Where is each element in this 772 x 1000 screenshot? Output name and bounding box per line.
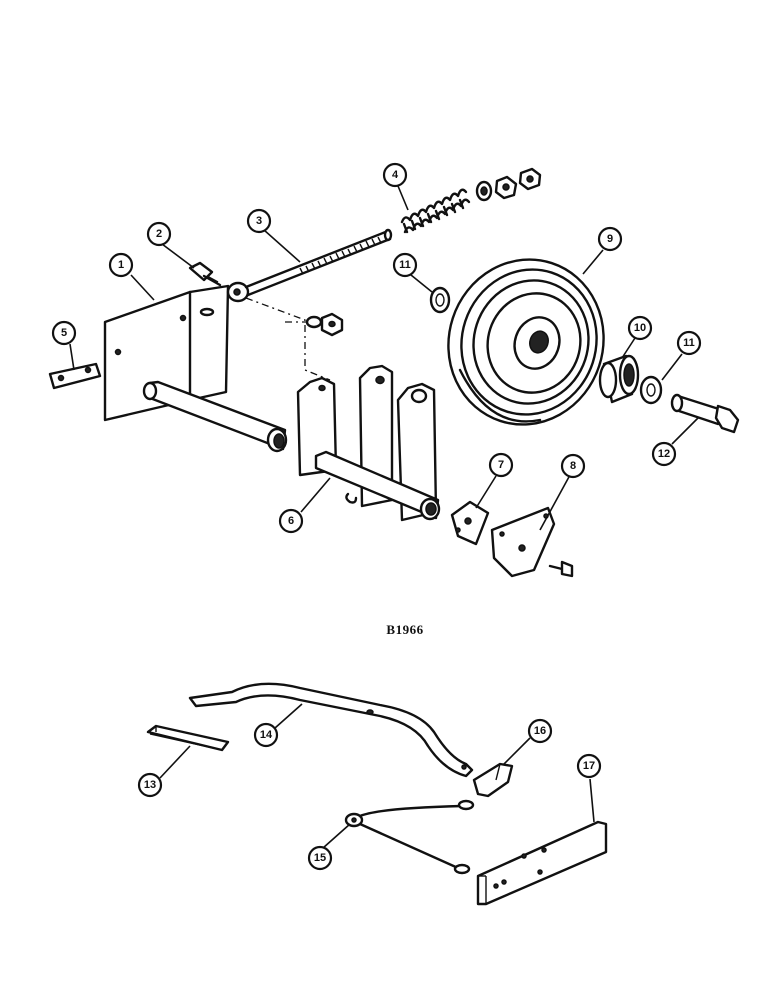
rod-nut xyxy=(305,312,344,337)
callout-10-label: 10 xyxy=(634,322,646,334)
part-17-channel-plate xyxy=(476,820,608,906)
callout-1-label: 1 xyxy=(118,259,124,271)
callout-9: 9 xyxy=(597,226,623,252)
callout-2: 2 xyxy=(146,221,172,247)
callout-15-label: 15 xyxy=(314,852,326,864)
callout-14: 14 xyxy=(253,722,279,748)
callout-11-left: 11 xyxy=(392,252,418,278)
part-16-bracket xyxy=(472,762,514,798)
upper-leader-lines xyxy=(69,185,699,531)
callout-8: 8 xyxy=(560,453,586,479)
callout-10: 10 xyxy=(627,315,653,341)
callout-14-label: 14 xyxy=(260,729,273,741)
part-13-bar xyxy=(146,724,230,752)
callout-6: 6 xyxy=(278,508,304,534)
callout-16: 16 xyxy=(527,718,553,744)
part-5-plate xyxy=(48,362,102,390)
diagram-reference-code: B1966 xyxy=(386,622,423,637)
callout-13: 13 xyxy=(137,772,163,798)
callout-15: 15 xyxy=(307,845,333,871)
part-11-washers xyxy=(429,286,663,405)
callout-3-label: 3 xyxy=(256,215,262,227)
callout-17-label: 17 xyxy=(583,760,595,772)
lower-leader-lines xyxy=(159,703,595,849)
callout-17: 17 xyxy=(576,753,602,779)
part-15-link-rod xyxy=(344,799,475,875)
part-3-rod xyxy=(226,228,393,303)
callout-6-label: 6 xyxy=(288,515,294,527)
callout-13-label: 13 xyxy=(144,779,156,791)
callout-12: 12 xyxy=(651,441,677,467)
callout-3: 3 xyxy=(246,208,272,234)
callout-16-label: 16 xyxy=(534,725,546,737)
callout-12-label: 12 xyxy=(658,448,670,460)
part-7-plate xyxy=(450,500,490,546)
part-6-idler-arm xyxy=(296,364,441,522)
part-9-pulley xyxy=(447,258,605,426)
callout-5: 5 xyxy=(51,320,77,346)
callout-4: 4 xyxy=(382,162,408,188)
assembly-centerlines xyxy=(245,297,331,381)
callout-1: 1 xyxy=(108,252,134,278)
part-14-arm xyxy=(188,682,474,778)
part-12-pivot-bolt xyxy=(670,393,740,434)
callout-8-label: 8 xyxy=(570,460,576,472)
part-4-spring xyxy=(400,188,471,234)
callout-5-label: 5 xyxy=(61,327,67,339)
callout-11-right: 11 xyxy=(676,330,702,356)
callout-7: 7 xyxy=(488,452,514,478)
callout-2-label: 2 xyxy=(156,228,162,240)
part-8-bracket-plate xyxy=(490,506,574,578)
callout-9-label: 9 xyxy=(607,233,613,245)
spring-washer-nuts xyxy=(475,167,542,202)
callout-11-left-label: 11 xyxy=(399,259,411,271)
callout-11-right-label: 11 xyxy=(683,337,695,349)
part-2-bolt xyxy=(188,261,222,287)
part-1-bracket xyxy=(103,284,288,453)
callout-7-label: 7 xyxy=(498,459,504,471)
callout-4-label: 4 xyxy=(392,169,399,181)
part-10-bushing xyxy=(598,354,640,404)
